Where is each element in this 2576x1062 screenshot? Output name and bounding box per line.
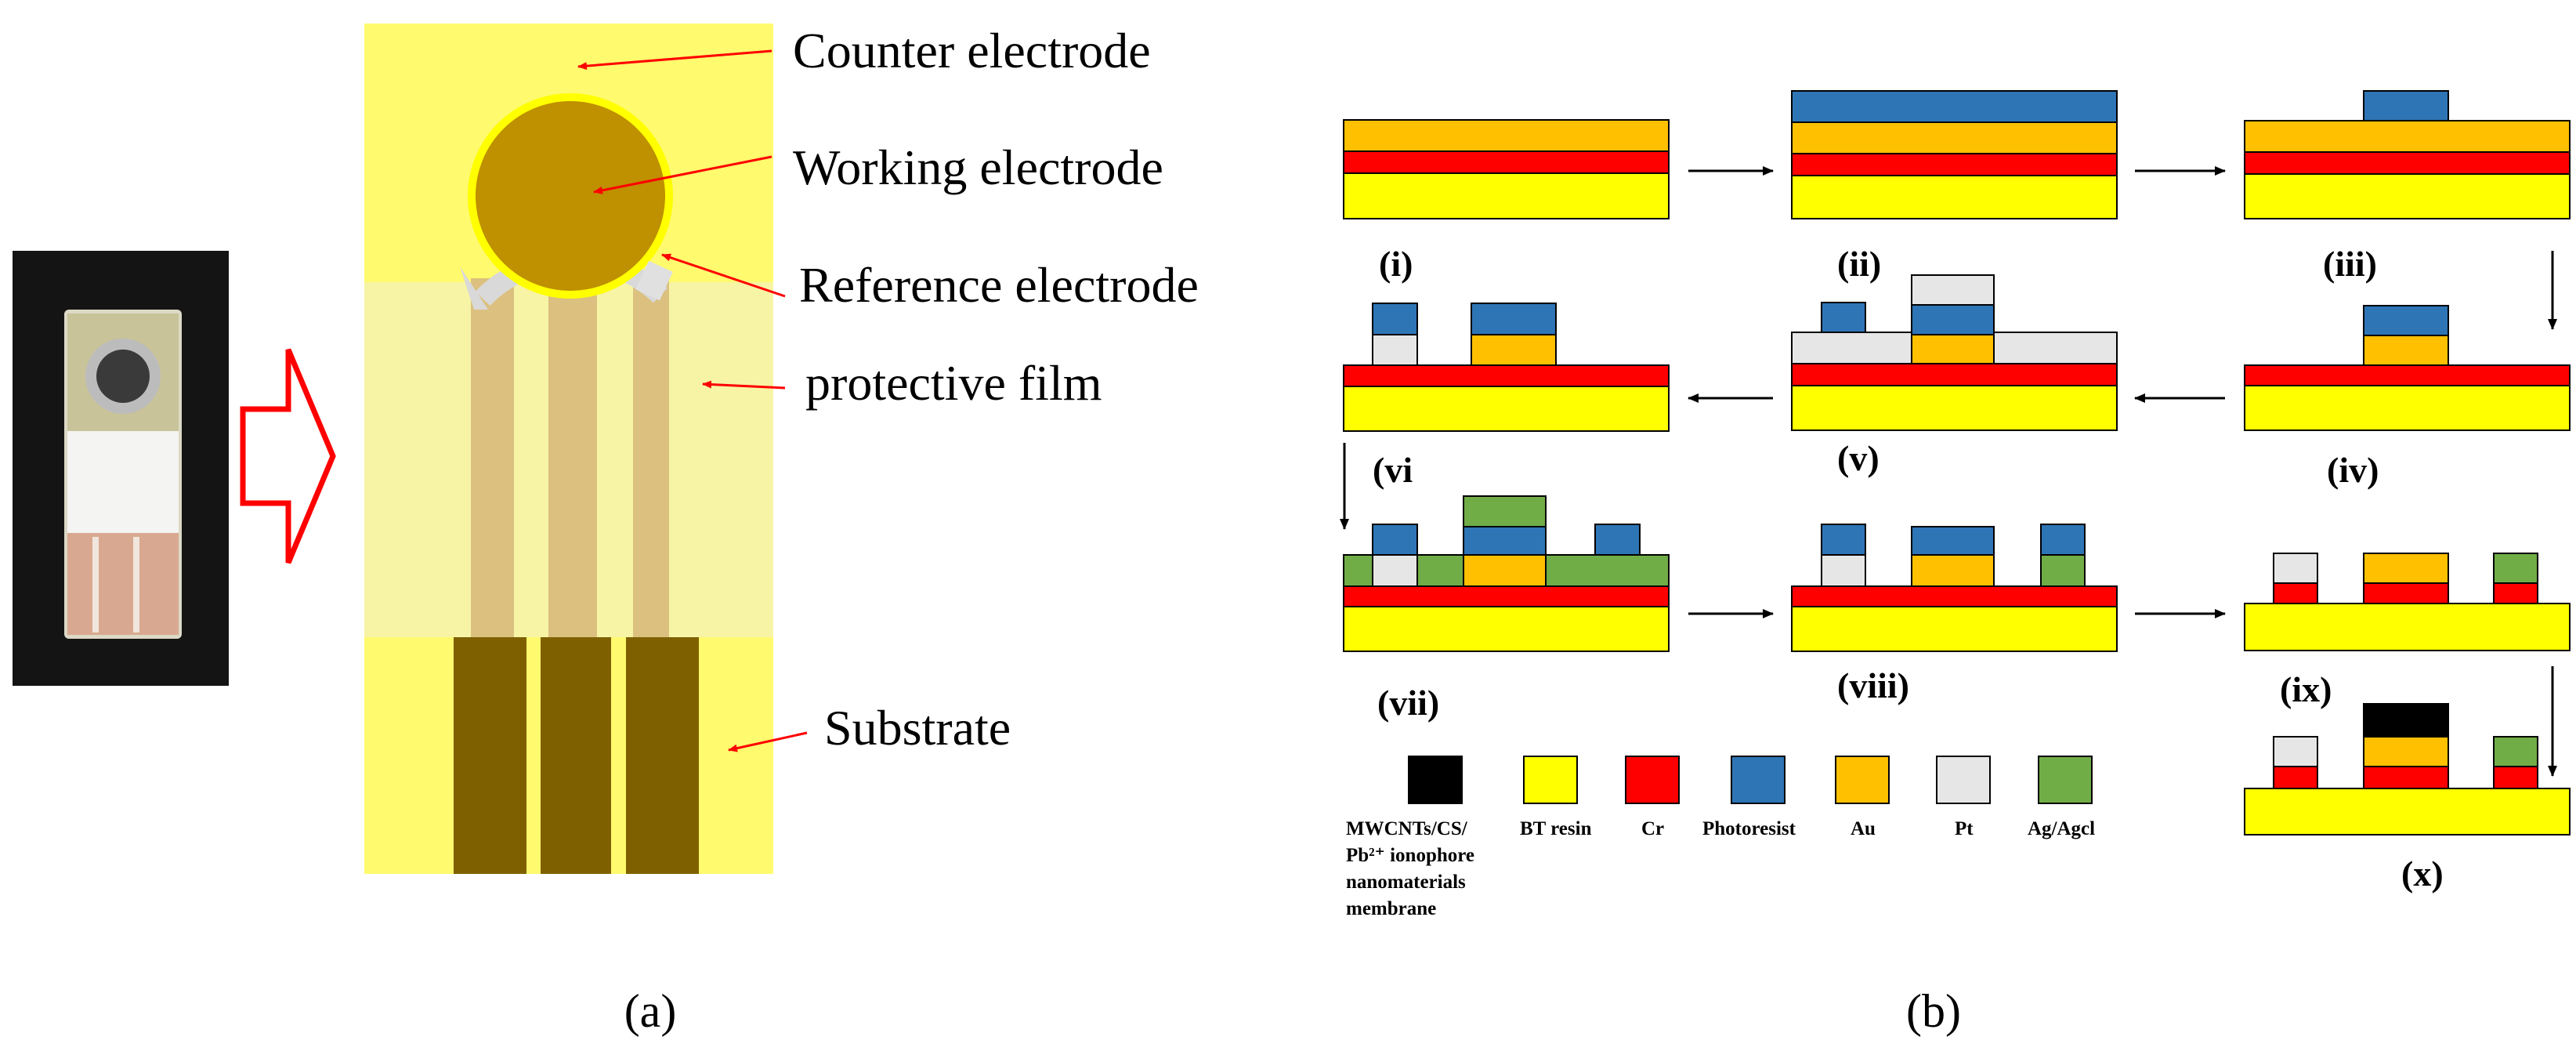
step-label-vii: (vii) bbox=[1377, 683, 1439, 723]
legend-swatch-cr bbox=[1625, 756, 1680, 804]
caption-b: (b) bbox=[1906, 985, 1961, 1037]
step-label-ix: (ix) bbox=[2280, 669, 2332, 709]
step-vii-stack bbox=[1343, 495, 1670, 652]
legend-label-photoresist: Photoresist bbox=[1702, 818, 1796, 839]
step-viii-stack bbox=[1791, 524, 2118, 652]
legend-label-au: Au bbox=[1851, 818, 1876, 839]
legend-swatch-membrane bbox=[1408, 756, 1463, 804]
step-ix-stack bbox=[2244, 553, 2571, 651]
step-label-x: (x) bbox=[2401, 854, 2444, 893]
step-label-iii: (iii) bbox=[2323, 244, 2377, 284]
label-working-electrode: Working electrode bbox=[793, 140, 1163, 195]
legend-swatch-agagcl bbox=[2038, 756, 2093, 804]
legend-label-membrane: MWCNTs/CS/ bbox=[1346, 818, 1468, 839]
callout-arrow bbox=[593, 155, 772, 194]
step-label-v: (v) bbox=[1837, 438, 1880, 478]
step-vi-stack bbox=[1343, 303, 1670, 432]
callout-arrow bbox=[661, 253, 786, 298]
callout-arrow bbox=[728, 731, 808, 752]
legend-label-cr: Cr bbox=[1641, 818, 1664, 839]
legend-label-membrane-line2: Pb²⁺ ionophore bbox=[1346, 845, 1474, 866]
step-label-viii: (viii) bbox=[1837, 665, 1909, 705]
step-x-stack bbox=[2244, 703, 2571, 835]
contact-pad bbox=[626, 637, 699, 874]
caption-a: (a) bbox=[624, 985, 677, 1037]
working-electrode bbox=[476, 101, 665, 291]
step-i-stack bbox=[1343, 119, 1670, 219]
label-reference-electrode: Reference electrode bbox=[799, 257, 1199, 313]
label-protective-film: protective film bbox=[805, 355, 1102, 411]
step-ii-stack bbox=[1791, 90, 2118, 219]
step-v-stack bbox=[1791, 274, 2118, 431]
callout-arrow bbox=[577, 49, 772, 71]
panel-a: Counter electrode Working electrode Refe… bbox=[13, 23, 1199, 1037]
label-substrate: Substrate bbox=[824, 700, 1011, 756]
legend-label-membrane-line3: nanomaterials bbox=[1346, 872, 1466, 893]
step-label-iv: (iv) bbox=[2327, 450, 2379, 490]
step-label-vi: (vi bbox=[1373, 450, 1413, 490]
electrode-schematic bbox=[364, 24, 773, 874]
step-label-ii: (ii) bbox=[1837, 244, 1881, 284]
legend-swatch-photoresist bbox=[1731, 756, 1785, 804]
contact-pad bbox=[541, 637, 611, 874]
step-iv-stack bbox=[2244, 305, 2571, 431]
device-photo bbox=[13, 251, 229, 686]
legend-swatch-bt-resin bbox=[1523, 756, 1578, 804]
legend: MWCNTs/CS/ Pb²⁺ ionophore nanomaterials … bbox=[1346, 756, 2095, 919]
step-label-i: (i) bbox=[1379, 244, 1413, 284]
legend-label-agagcl: Ag/Agcl bbox=[2028, 818, 2095, 839]
process-arrows bbox=[1340, 166, 2557, 777]
contact-pad bbox=[454, 637, 526, 874]
label-counter-electrode: Counter electrode bbox=[793, 23, 1151, 78]
panel-b: (i) (ii) (iii) (iv) (v) (vi (vii) (viii)… bbox=[1340, 90, 2571, 1037]
legend-swatch-pt bbox=[1936, 756, 1991, 804]
legend-swatch-au bbox=[1835, 756, 1890, 804]
legend-label-pt: Pt bbox=[1955, 818, 1974, 839]
right-arrow-icon bbox=[240, 348, 336, 564]
callout-arrow bbox=[702, 380, 786, 390]
step-iii-stack bbox=[2244, 90, 2571, 219]
legend-label-membrane-line4: membrane bbox=[1346, 898, 1436, 919]
legend-label-bt-resin: BT resin bbox=[1520, 818, 1592, 839]
